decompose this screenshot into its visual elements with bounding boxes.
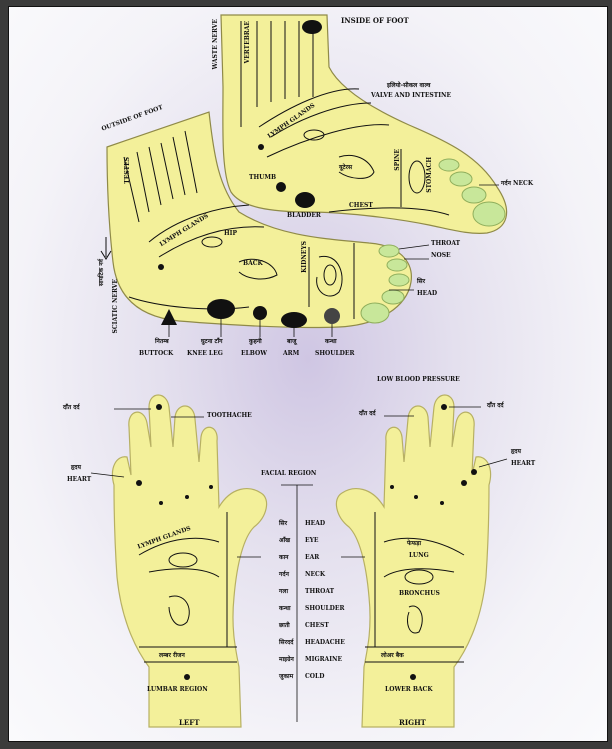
facial-item-hindi: छाती (279, 623, 290, 629)
shoulder-hindi: कन्धा (325, 339, 337, 345)
buttock-hindi: नितम्ब (155, 339, 169, 345)
facial-item-hindi: कान (279, 555, 289, 561)
shoulder-spot (324, 308, 340, 324)
facial-item-hindi: माइग्रेन (279, 657, 294, 663)
inside-toe-2 (462, 187, 486, 203)
facial-item-label: SHOULDER (305, 606, 344, 612)
facial-item-label: NECK (305, 572, 325, 578)
right-heart-hindi: हृदय (511, 449, 521, 455)
facial-item-label: MIGRAINE (305, 657, 342, 663)
back-label: BACK (243, 261, 263, 267)
facial-item-hindi: जुकाम (279, 674, 293, 680)
lung-label: LUNG (409, 553, 429, 559)
left-heart-hindi: हृदय (71, 465, 81, 471)
knee-hindi: घुटना टाँग (201, 339, 223, 345)
lower-back-label: LOWER BACK (385, 687, 433, 693)
facial-item-hindi: गला (279, 589, 288, 595)
outside-toe-1 (379, 245, 399, 257)
inside-stomach-label: STOMACH (427, 157, 433, 193)
facial-item-hindi: सिर (279, 521, 287, 527)
facial-item-label: HEADACHE (305, 640, 345, 646)
facial-item-label: COLD (305, 674, 324, 680)
arm-hindi: बाजू (287, 339, 296, 345)
facial-item-hindi: कन्धा (279, 606, 291, 612)
elbow-hindi: कुहनी (249, 339, 262, 345)
right-heart-label: HEART (511, 461, 535, 467)
left-toothache-label: TOOTHACHE (207, 413, 252, 419)
left-caption: LEFT (179, 719, 199, 726)
inside-foot-heading: INSIDE OF FOOT (341, 17, 409, 24)
knee-label: KNEE LEG (187, 351, 223, 357)
inside-bladder-dot (295, 192, 315, 208)
facial-item-hindi: आँख (279, 538, 290, 544)
lumbar-label: LUMBAR REGION (147, 687, 208, 693)
nose-label: NOSE (431, 253, 451, 259)
sciatic-hindi-label: सायटिक नर्व (99, 259, 105, 286)
reflexology-chart: INSIDE OF FOOT WASTE NERVE VERTEBRAE LYM… (8, 6, 608, 742)
elbow-label: ELBOW (241, 351, 267, 357)
left-toothache-hindi: दाँत दर्द (63, 405, 80, 411)
outside-toe-5 (361, 303, 389, 323)
inside-toe-1 (473, 202, 505, 226)
hip-label: HIP (224, 231, 237, 237)
testes-label: TESTES (125, 157, 131, 184)
arm-label: ARM (283, 351, 299, 357)
right-hand (336, 395, 490, 727)
facial-region-heading: FACIAL REGION (261, 471, 316, 477)
inside-spine-label: SPINE (395, 149, 401, 171)
head-label: HEAD (417, 291, 437, 297)
left-heart-label: HEART (67, 477, 91, 483)
right-caption: RIGHT (399, 719, 426, 726)
facial-item-hindi: सिरदर्द (279, 640, 293, 646)
valve-hindi-label: इलियो-सीकल वाल्व (387, 83, 430, 89)
inside-toe-3 (450, 172, 472, 186)
chart-artwork (9, 7, 607, 741)
outside-toe-3 (389, 274, 409, 286)
inside-neck-label: गर्दन NECK (501, 181, 533, 187)
uterus-label: यूटेरस (339, 165, 352, 171)
facial-item-label: CHEST (305, 623, 329, 629)
sciatic-label: SCIATIC NERVE (113, 279, 119, 333)
thumb-label: THUMB (249, 175, 276, 181)
right-toothache-hindi-a: दाँत दर्द (359, 411, 376, 417)
valve-english-label: VALVE AND INTESTINE (371, 93, 451, 99)
low-bp-label: LOW BLOOD PRESSURE (377, 377, 460, 383)
bladder-label: BLADDER (287, 213, 321, 219)
throat-label: THROAT (431, 241, 460, 247)
waste-nerve-label: WASTE NERVE (213, 19, 219, 70)
inside-thumb-dot (276, 182, 286, 192)
left-hand (112, 395, 266, 727)
arm-spot (281, 312, 307, 328)
facial-item-label: HEAD (305, 521, 325, 527)
lower-back-hindi: लोअर बैक (381, 653, 404, 659)
facial-item-label: EAR (305, 555, 319, 561)
vertebrae-label: VERTEBRAE (245, 21, 251, 63)
inside-toe-4 (439, 159, 459, 171)
kidney-label: KIDNEYS (302, 241, 308, 273)
lung-hindi: फेफड़ा (407, 541, 421, 547)
right-toothache-hindi-b: दाँत दर्द (487, 403, 504, 409)
bronchi-label: BRONCHUS (399, 591, 440, 597)
shoulder-label: SHOULDER (315, 351, 354, 357)
head-hindi-label: सिर (417, 279, 425, 285)
facial-item-label: EYE (305, 538, 318, 544)
outside-toe-4 (382, 290, 404, 304)
facial-item-label: THROAT (305, 589, 334, 595)
knee-spot (207, 299, 235, 319)
facial-item-hindi: गर्दन (279, 572, 289, 578)
elbow-spot (253, 306, 267, 320)
inside-foot (221, 15, 507, 233)
buttock-label: BUTTOCK (139, 351, 173, 357)
lumbar-hindi: लम्बर रीजन (159, 653, 185, 659)
inside-chest-label: CHEST (349, 203, 373, 209)
outside-toe-2 (387, 259, 407, 271)
